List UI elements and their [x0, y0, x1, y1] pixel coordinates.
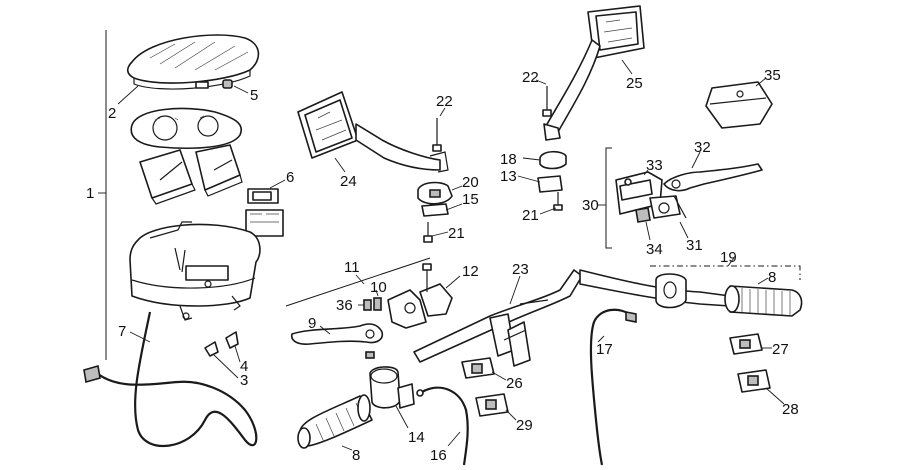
part-32-right-lever [663, 163, 763, 192]
label-1: 1 [86, 185, 94, 202]
label-18: 18 [500, 151, 517, 168]
part-27-switch [729, 333, 763, 355]
gauge-housings [139, 144, 243, 205]
label-16: 16 [430, 447, 447, 464]
part-18-13-21-mount [537, 150, 567, 211]
label-11: 11 [344, 259, 360, 276]
label-15: 15 [462, 191, 479, 208]
label-23: 23 [512, 261, 529, 278]
part-16-cable [421, 386, 469, 466]
label-22-right: 22 [522, 69, 539, 86]
label-35: 35 [764, 67, 781, 84]
label-31: 31 [686, 237, 703, 254]
part-12-clamp [419, 263, 453, 317]
left-lever-bracket [387, 289, 427, 329]
label-4: 4 [240, 358, 248, 375]
label-12: 12 [462, 263, 479, 280]
label-8-right: 8 [768, 269, 776, 286]
label-7: 7 [118, 323, 126, 340]
label-32: 32 [694, 139, 711, 156]
label-8-left: 8 [352, 447, 360, 464]
label-26: 26 [506, 375, 523, 392]
label-13: 13 [500, 168, 517, 185]
part-2-cluster-cover [126, 34, 260, 90]
part-14-throttle-housing [369, 366, 415, 409]
part-3-4-sensors [204, 331, 239, 357]
label-27: 27 [772, 341, 789, 358]
part-6-indicator-block [245, 188, 284, 237]
label-25: 25 [626, 75, 643, 92]
label-3: 3 [240, 372, 248, 389]
part-28-switch [737, 369, 771, 393]
group-19-bracket [650, 265, 801, 280]
part-23-handlebar [413, 269, 731, 367]
label-36: 36 [336, 297, 353, 314]
label-30: 30 [582, 197, 599, 214]
part-7-speedo-cable [97, 311, 258, 448]
label-10: 10 [370, 279, 387, 296]
part-9-left-lever [290, 323, 384, 345]
label-24: 24 [340, 173, 357, 190]
label-5: 5 [250, 87, 258, 104]
part-20-15-21-mount [417, 181, 453, 243]
label-33: 33 [646, 157, 663, 174]
label-17: 17 [596, 341, 613, 358]
part-17-throttle-cable [589, 308, 633, 466]
part-8-left-grip [297, 394, 373, 449]
part-24-left-mirror [297, 91, 449, 173]
label-9: 9 [308, 315, 316, 332]
part-25-right-mirror [543, 5, 645, 141]
part-33-31-34-master-cylinder [615, 171, 687, 223]
label-22-left: 22 [436, 93, 453, 110]
part-5-screw [222, 79, 233, 89]
part-26-switch [461, 357, 495, 379]
label-19: 19 [720, 249, 737, 266]
part-22-bolt-left [432, 118, 442, 152]
cluster-lower-housing [129, 221, 261, 321]
dial-face-plate [130, 107, 242, 149]
label-2: 2 [108, 105, 116, 122]
label-28: 28 [782, 401, 799, 418]
part-29-switch [475, 393, 509, 417]
part-22-bolt-right [542, 86, 552, 117]
label-6: 6 [286, 169, 294, 186]
label-29: 29 [516, 417, 533, 434]
label-21-left: 21 [448, 225, 465, 242]
group-11-bracket [285, 257, 431, 307]
label-34: 34 [646, 241, 663, 258]
label-14: 14 [408, 429, 425, 446]
label-21-right: 21 [522, 207, 539, 224]
part-8-right-grip [655, 273, 803, 317]
label-20: 20 [462, 174, 479, 191]
part-35-cover [705, 81, 773, 129]
group-30-bracket [605, 147, 612, 249]
